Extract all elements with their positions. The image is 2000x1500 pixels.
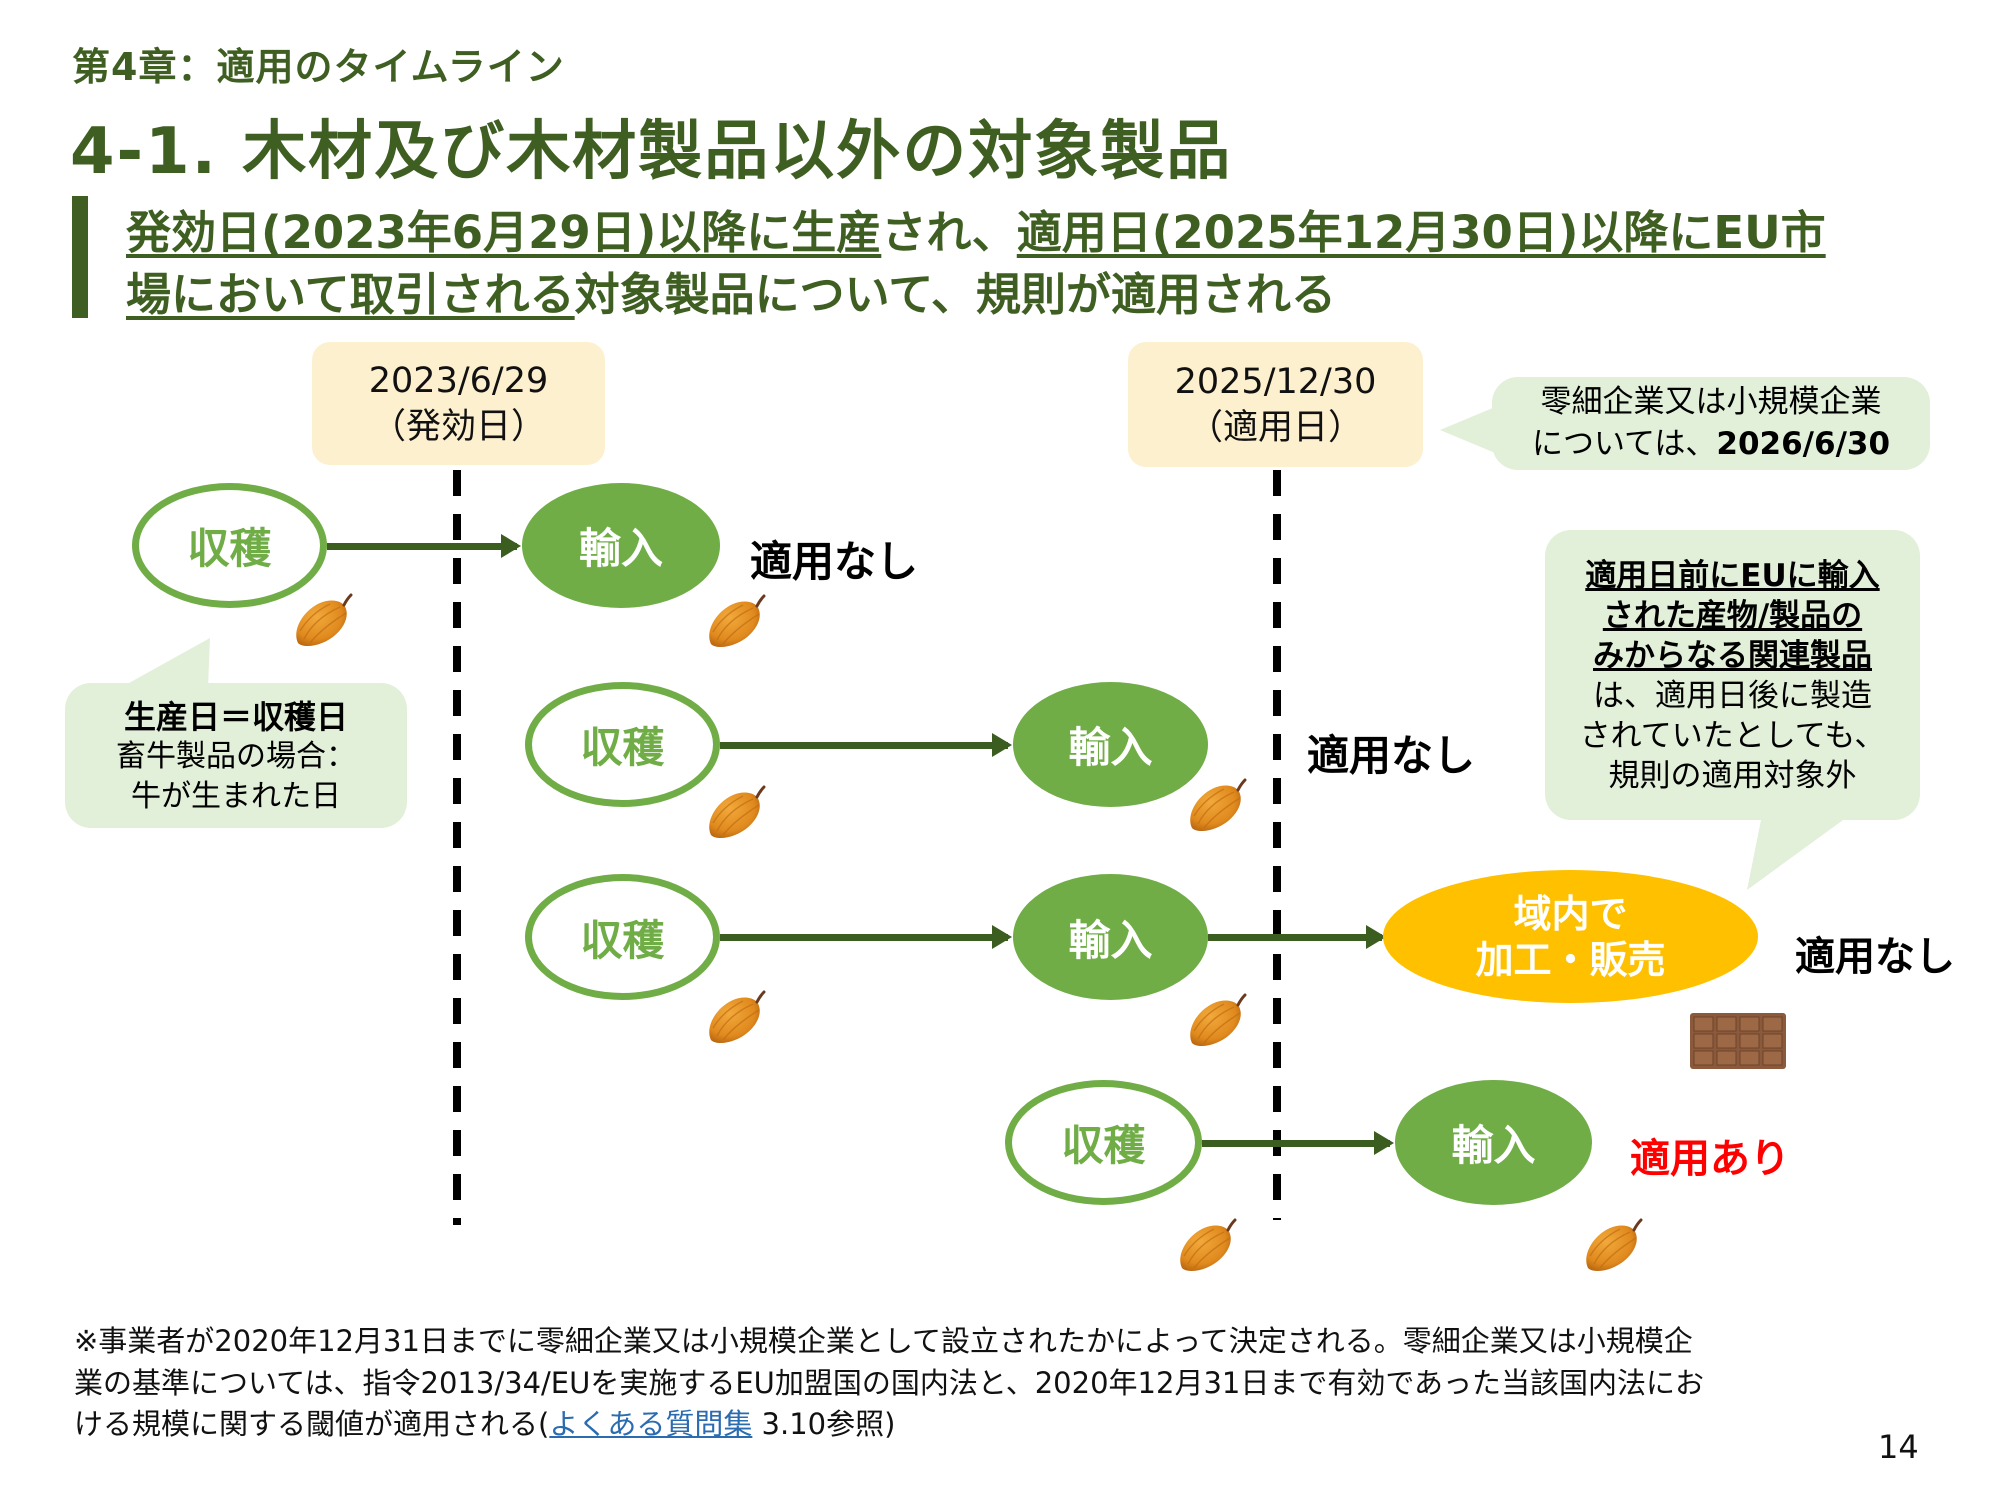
application-date-box: 2025/12/30 （適用日）	[1128, 342, 1423, 467]
effective-date-line	[453, 470, 461, 1225]
chocolate-bar-icon	[1690, 1013, 1786, 1069]
row3-harvest-label: 収穫	[580, 915, 665, 965]
page-number: 14	[1878, 1428, 1919, 1466]
row3-import-node: 輸入	[1013, 874, 1208, 1000]
row2-import-label: 輸入	[1068, 723, 1153, 772]
row2-harvest-node: 収穫	[525, 682, 720, 807]
row1-import-label: 輸入	[578, 524, 663, 573]
sme-date: 2026/6/30	[1716, 426, 1891, 462]
chapter-heading: 第4章：適用のタイムライン	[72, 45, 565, 89]
application-date: 2025/12/30	[1174, 361, 1377, 402]
page-title: 4-1. 木材及び木材製品以外の対象製品	[70, 115, 1233, 189]
row2-arrow	[720, 733, 1012, 757]
cocoa-pod-icon	[705, 594, 769, 649]
subtitle-application-date: 適用日(2025年12月30日)以降にEU市	[1016, 206, 1826, 259]
exemption-line4: は、適用日後に製造	[1593, 678, 1872, 714]
exemption-line1: 適用日前にEUに輸入	[1585, 558, 1880, 594]
row3-arrow-2	[1208, 925, 1386, 949]
effective-date-label: （発効日）	[370, 406, 546, 447]
subtitle-effective-date: 発効日(2023年6月29日)以降に生産	[126, 206, 882, 259]
row3-result: 適用なし	[1795, 934, 1955, 980]
row4-arrow	[1202, 1131, 1394, 1155]
footnote-line2: 業の基準については、指令2013/34/EUを実施するEU加盟国の国内法と、20…	[74, 1366, 1705, 1400]
production-date-callout: 生産日＝収穫日 畜牛製品の場合： 牛が生まれた日	[65, 683, 407, 828]
footnote-line3-suffix: 3.10参照)	[752, 1407, 896, 1441]
cocoa-pod-icon	[705, 785, 769, 840]
row3-harvest-node: 収穫	[525, 874, 720, 1000]
row4-harvest-node: 収穫	[1005, 1080, 1202, 1205]
effective-date: 2023/6/29	[368, 360, 549, 401]
faq-link[interactable]: よくある質問集	[549, 1407, 753, 1441]
subtitle-line-2: 場において取引される対象製品について、規則が適用される	[126, 258, 1336, 323]
row4-result: 適用あり	[1630, 1136, 1790, 1182]
subtitle-line-1: 発効日(2023年6月29日)以降に生産され、適用日(2025年12月30日)以…	[126, 196, 1826, 261]
exemption-line2: された産物/製品の	[1602, 598, 1863, 634]
row4-import-label: 輸入	[1451, 1121, 1536, 1170]
exemption-line5: されていたとしても、	[1579, 718, 1886, 754]
sme-callout-line2: については、2026/6/30	[1492, 423, 1930, 465]
cocoa-pod-icon	[1582, 1218, 1646, 1273]
row4-import-node: 輸入	[1395, 1080, 1592, 1205]
row3-process-node: 域内で 加工・販売	[1383, 870, 1758, 1003]
cocoa-pod-icon	[292, 593, 356, 648]
cocoa-pod-icon	[1176, 1218, 1240, 1273]
footnote-line1: ※事業者が2020年12月31日までに零細企業又は小規模企業として設立されたかに…	[74, 1324, 1693, 1358]
subtitle-traded: 場において取引される	[126, 268, 575, 321]
sme-callout: 零細企業又は小規模企業 については、2026/6/30	[1492, 377, 1930, 470]
cocoa-pod-icon	[1186, 778, 1250, 833]
production-callout-tail	[120, 638, 210, 688]
effective-date-box: 2023/6/29 （発効日）	[312, 342, 605, 465]
row2-import-node: 輸入	[1013, 682, 1208, 807]
row1-arrow	[327, 534, 521, 558]
exemption-callout: 適用日前にEUに輸入 された産物/製品の みからなる関連製品 は、適用日後に製造…	[1545, 530, 1920, 820]
application-date-line	[1273, 470, 1281, 1220]
row2-result: 適用なし	[1307, 731, 1476, 780]
sme-callout-line1: 零細企業又は小規模企業	[1540, 384, 1882, 420]
row2-harvest-label: 収穫	[580, 723, 665, 772]
sme-callout-tail	[1440, 405, 1500, 455]
footnote-line3: ける規模に関する閾値が適用される(よくある質問集 3.10参照)	[74, 1401, 895, 1443]
cocoa-pod-icon	[1186, 993, 1250, 1048]
footnote-line3-prefix: ける規模に関する閾値が適用される(	[74, 1407, 550, 1441]
accent-bar	[72, 196, 88, 318]
row3-arrow-1	[720, 925, 1012, 949]
exemption-line6: 規則の適用対象外	[1608, 758, 1857, 794]
process-line1: 域内で	[1513, 891, 1628, 936]
subtitle-rest: 対象製品について、規則が適用される	[574, 268, 1337, 321]
subtitle-connector: され、	[881, 206, 1017, 259]
production-callout-line2: 畜牛製品の場合：	[116, 739, 356, 774]
row1-harvest-label: 収穫	[187, 524, 272, 573]
cocoa-pod-icon	[705, 990, 769, 1045]
row3-import-label: 輸入	[1068, 915, 1153, 965]
production-callout-title: 生産日＝収穫日	[123, 698, 348, 736]
row4-harvest-label: 収穫	[1061, 1121, 1146, 1170]
exemption-callout-tail	[1747, 815, 1850, 890]
row1-import-node: 輸入	[522, 483, 720, 608]
sme-callout-prefix: については、	[1531, 426, 1717, 462]
row1-harvest-node: 収穫	[132, 483, 327, 608]
exemption-line3: みからなる関連製品	[1593, 638, 1872, 674]
row1-result: 適用なし	[750, 537, 919, 586]
production-callout-line3: 牛が生まれた日	[131, 779, 341, 814]
application-date-label: （適用日）	[1187, 407, 1363, 448]
process-line2: 加工・販売	[1475, 937, 1666, 982]
